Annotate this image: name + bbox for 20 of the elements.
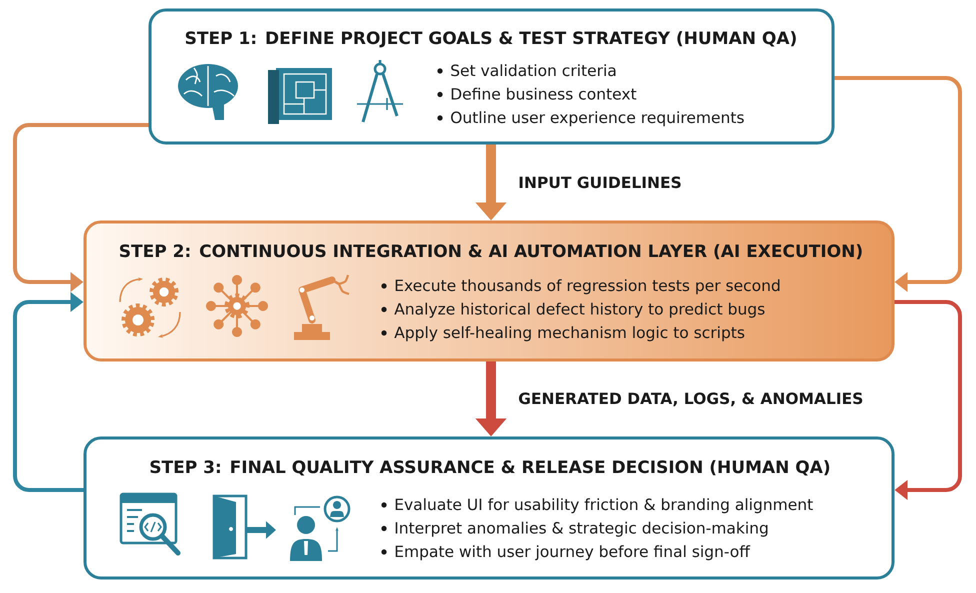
arrow bbox=[834, 76, 962, 292]
list-item: Apply self-healing mechanism logic to scripts bbox=[394, 326, 744, 342]
step-box bbox=[84, 220, 894, 362]
edge-label: GENERATED DATA, LOGS, & ANOMALIES bbox=[517, 392, 864, 408]
heading: STEP 1: DEFINE PROJECT GOALS & TEST STRATEGY (HUMAN QA) bbox=[186, 31, 796, 48]
list-item: Evaluate UI for usability friction & branding alignment bbox=[396, 498, 813, 514]
step-box bbox=[148, 8, 834, 144]
list-item: Execute thousands of regression tests per second bbox=[396, 279, 780, 294]
heading: STEP 2: CONTINUOUS INTEGRATION & AI AUTOMATION LAYER (AI EXECUTION) bbox=[120, 244, 862, 260]
list-item: Outline user experience requirements bbox=[451, 111, 744, 126]
arrow bbox=[894, 300, 962, 500]
step-box bbox=[84, 436, 894, 580]
arrow bbox=[13, 292, 84, 492]
list-item: Empate with user journey before final sign-off bbox=[396, 545, 750, 560]
list-item: Set validation criteria bbox=[451, 64, 616, 76]
list-item: Analyze historical defect history to predict bugs bbox=[394, 302, 764, 318]
list-item: Define business context bbox=[452, 88, 636, 100]
edge-label: INPUT GUIDELINES bbox=[517, 176, 683, 190]
heading: STEP 3: FINAL QUALITY ASSURANCE & RELEASE DECISION (HUMAN QA) bbox=[150, 460, 830, 476]
list-item: Interpret anomalies & strategic decision-making bbox=[396, 522, 768, 537]
